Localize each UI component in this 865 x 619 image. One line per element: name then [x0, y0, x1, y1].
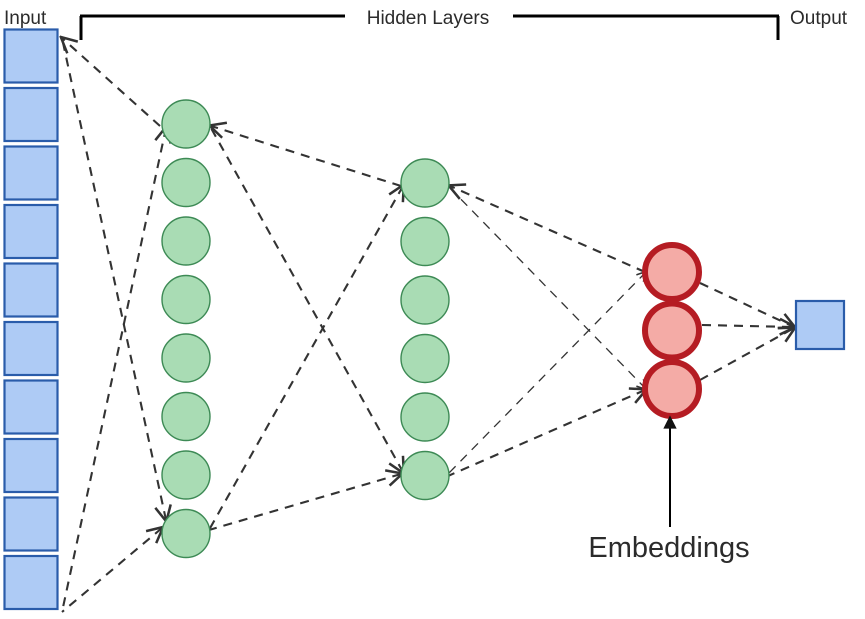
hidden-1-node-5[interactable]	[161, 333, 211, 383]
embeddings-annotation: Embeddings	[588, 415, 750, 564]
input-layer-nodes	[3, 28, 59, 611]
edge-h1-top-to-h2-top	[211, 126, 402, 188]
edges-hidden2-to-embeddings	[447, 186, 646, 477]
embeddings-label: Embeddings	[588, 532, 749, 564]
edge-h2-top-to-embed-bottom	[449, 187, 646, 389]
input-node-3[interactable]	[3, 145, 59, 201]
input-node-8[interactable]	[3, 437, 59, 494]
input-node-9[interactable]	[3, 496, 59, 552]
edge-h1-bottom-to-h2-bottom	[208, 474, 401, 532]
hidden-2-node-2[interactable]	[400, 216, 450, 267]
hidden-2-node-4[interactable]	[400, 333, 450, 384]
hidden-layers-bracket	[79, 14, 780, 40]
input-node-4[interactable]	[3, 203, 59, 260]
edge-input-bottom-to-hidden1-top	[60, 128, 166, 613]
edge-embed-top-to-output	[699, 282, 794, 327]
hidden-1-node-8[interactable]	[161, 508, 211, 559]
edges-input-to-hidden1	[60, 37, 166, 613]
input-node-5[interactable]	[3, 262, 59, 318]
hidden-1-node-4[interactable]	[161, 274, 211, 325]
hidden-2-node-1[interactable]	[400, 158, 450, 208]
edge-embed-mid-to-output	[701, 325, 794, 327]
hidden-layers-label: Hidden Layers	[367, 8, 490, 29]
embeddings-node-2[interactable]	[642, 300, 702, 361]
embedding-layer-nodes	[642, 242, 702, 419]
hidden-2-node-5[interactable]	[400, 392, 450, 442]
hidden-1-node-3[interactable]	[161, 216, 211, 266]
hidden-layer-1-nodes	[161, 99, 211, 559]
input-node-1[interactable]	[3, 28, 59, 84]
hidden-1-node-1[interactable]	[161, 99, 211, 149]
edges-embeddings-to-output	[699, 282, 794, 381]
input-node-10[interactable]	[3, 554, 59, 611]
hidden-2-node-6[interactable]	[400, 450, 450, 501]
edge-h2-top-to-embed-top	[450, 186, 646, 273]
hidden-1-node-7[interactable]	[161, 450, 211, 500]
hidden-layer-2-nodes	[400, 158, 450, 501]
embeddings-node-1[interactable]	[642, 242, 702, 302]
output-layer-nodes	[794, 299, 846, 351]
output-node-1[interactable]	[794, 299, 846, 351]
edge-input-top-to-hidden1-top	[62, 38, 161, 127]
edge-h1-top-to-h2-bottom	[210, 127, 403, 472]
edge-h2-bottom-to-embed-top	[447, 272, 646, 475]
hidden-1-node-6[interactable]	[161, 391, 211, 442]
input-node-7[interactable]	[3, 379, 59, 435]
input-node-2[interactable]	[3, 86, 59, 143]
hidden-1-node-2[interactable]	[161, 157, 211, 208]
edge-h1-bottom-to-h2-top	[208, 186, 403, 531]
input-layer-label: Input	[4, 8, 47, 29]
hidden-2-node-3[interactable]	[400, 275, 450, 325]
edge-input-top-to-hidden1-bottom	[60, 37, 166, 520]
edge-h2-bottom-to-embed-bottom	[447, 390, 645, 477]
edges-hidden1-to-hidden2	[208, 126, 403, 532]
output-layer-label: Output	[790, 8, 848, 29]
edge-input-bottom-to-hidden1-bottom	[61, 528, 162, 613]
edge-embed-bottom-to-output	[699, 328, 794, 381]
embeddings-node-3[interactable]	[642, 359, 702, 419]
input-node-6[interactable]	[3, 320, 59, 377]
